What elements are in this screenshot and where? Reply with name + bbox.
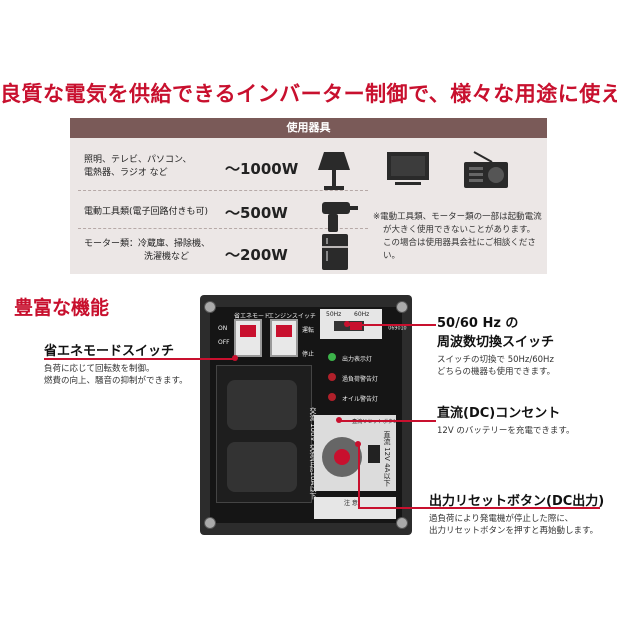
hz60-label: 60Hz [354,311,370,318]
row-label: 電動工具類(電子回路付きも可) [84,207,209,217]
headline: 良質な電気を供給できるインバーター制御で、様々な用途に使える [0,82,617,106]
leader-line [348,324,436,326]
hz50-label: 50Hz [326,311,342,318]
lamp-icon [314,148,354,198]
output-indicator-label: 出力表示灯 [342,356,373,363]
leader-line [44,358,234,360]
leader-line [358,445,360,509]
oil-indicator-light [328,393,336,401]
callout-reset-button: 出力リセットボタン(DC出力) 過負荷により発電機が停止した際に、 出力リセット… [429,490,604,537]
dc-socket[interactable] [322,437,362,477]
row-label-line1: モーター類：冷蔵庫、掃除機、 [84,239,211,249]
callout-desc: 12V のバッテリーを充電できます。 [437,426,575,436]
row-watt: ～1000W [225,160,299,178]
callout-desc: スイッチの切換で 50Hz/60Hz どちらの機器も使用できます。 [437,355,556,377]
overload-indicator-light [328,373,336,381]
table-header: 使用器具 [70,118,547,138]
run-label: 運転 [302,327,315,334]
row-divider [78,228,368,229]
screw-icon [396,517,408,529]
callout-title: 直流(DC)コンセント [437,406,561,421]
ac-socket[interactable] [227,380,297,430]
ac-socket[interactable] [227,442,297,492]
caution-label: 注 意 [344,500,358,507]
row-watt: ～500W [225,204,288,222]
screw-icon [396,301,408,313]
features-title: 豊富な機能 [14,297,110,319]
control-panel: 省エネモード エンジンスイッチ ON OFF 運転 停止 50Hz 60Hz 0… [200,295,412,535]
refrigerator-icon [320,233,350,275]
row-divider [78,190,368,191]
eco-mode-switch[interactable] [234,319,262,357]
callout-frequency: 50/60 Hz の 周波数切換スイッチ スイッチの切換で 50Hz/60Hz … [437,312,555,378]
row-label-line1: 照明、テレビ、パソコン、 [84,155,192,165]
ac-spec-label: 交流 100V 交流合計10A以下 [309,407,317,500]
on-label: ON [218,325,228,332]
ac-outlet [216,365,312,503]
screw-icon [204,517,216,529]
eco-mode-label: 省エネモード [234,313,271,320]
leader-dot [232,355,238,361]
dc-reset-button[interactable] [368,445,380,463]
drill-icon [314,198,358,238]
dc-spec-label: 直流 12V 4A以下 [383,431,391,487]
callout-desc: 負荷に応じて回転数を制御。 燃費の向上、騒音の抑制ができます。 [44,364,188,386]
off-label: OFF [218,339,230,346]
dc-outlet-area: 直流リセットボタン 直流 12V 4A以下 [314,415,398,491]
callout-title: 出力リセットボタン(DC出力) [429,494,605,509]
callout-eco-mode: 省エネモードスイッチ 負荷に応じて回転数を制御。 燃費の向上、騒音の抑制ができま… [44,340,188,387]
callout-title: 省エネモードスイッチ [44,344,175,359]
tv-icon [385,150,431,194]
stop-label: 停止 [302,351,315,358]
callout-title: 周波数切換スイッチ [437,335,555,350]
row-label-line2: 電熱器、ラジオ など [84,168,168,178]
callout-dc-outlet: 直流(DC)コンセント 12V のバッテリーを充電できます。 [437,402,574,437]
leader-dot [344,321,350,327]
leader-dot [336,417,342,423]
usage-note: ※電動工具類、モーター類の一部は起動電流 が大きく使用できないことがあります。 … [373,212,542,261]
screw-icon [204,301,216,313]
caution-plate: 注 意 [314,497,396,519]
callout-desc: 過負荷により発電機が停止した際に、 出力リセットボタンを押すと再始動します。 [429,514,599,536]
engine-switch[interactable] [270,319,298,357]
engine-switch-label: エンジンスイッチ [268,313,316,320]
overload-indicator-label: 過負荷警告灯 [342,376,379,383]
callout-title: 50/60 Hz の [437,316,519,331]
leader-line [360,507,600,509]
oil-indicator-label: オイル警告灯 [342,396,379,403]
radio-icon [462,150,510,194]
model-code: 069010 [388,325,407,332]
row-watt: ～200W [225,246,288,264]
leader-dot [355,441,361,447]
leader-line [340,420,436,422]
row-label-line2: 洗濯機など [144,252,190,262]
usage-table: 使用器具 照明、テレビ、パソコン、 電熱器、ラジオ など ～1000W 電動工具… [70,118,547,274]
output-indicator-light [328,353,336,361]
